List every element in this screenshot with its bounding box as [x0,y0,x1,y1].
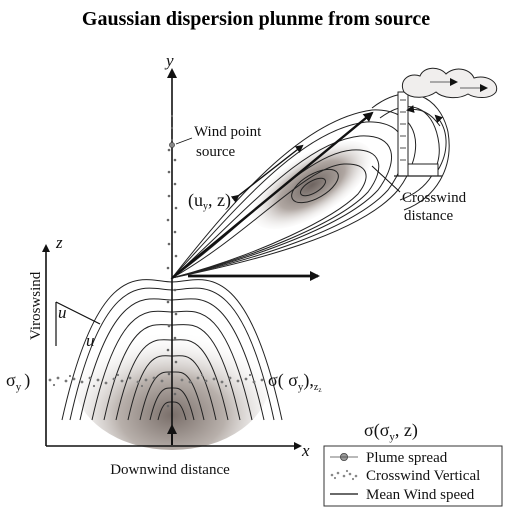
legend-wind-speed-label: Mean Wind speed [366,487,475,503]
crosswind-label-line1: Crosswind [402,190,467,206]
sigma-y-left-sub: y [16,381,22,393]
wind-direction-double-arrow [230,144,304,203]
crosswind-dotted-band [48,373,264,388]
smoke-cloud [402,67,498,99]
sigma-right-tail: ), [303,370,314,391]
legend-plume-spread-label: Plume spread [366,450,448,466]
sigma-bottom-tail: , z) [395,420,418,441]
wind-point-source-dot [169,142,175,148]
u-upper-label: u [58,303,67,322]
smoke-stack [394,91,442,177]
sigma-right-sub2: z [314,382,319,393]
legend-box [323,445,503,507]
sigma-right-label: σ( σy),zz [268,370,321,394]
sigma-right-head: σ( σ [268,370,298,391]
u-z-label-head: (u [188,190,203,211]
legend-crosswind-label: Crosswind Vertical [366,468,480,484]
plume-cloud-shading [252,140,372,230]
sigma-y-left-tail: ) [24,370,30,391]
vertical-axis-title: Viroswsind [28,271,44,340]
u-lower-label: u [86,331,95,350]
sigma-bottom-head: σ(σ [364,420,390,441]
sigma-y-left-label: σy) [6,370,30,393]
vertical-dotted-column [166,114,178,408]
crosswind-pointer [371,165,401,193]
diagram-title: Gaussian dispersion plunme from source [82,8,430,30]
wind-point-pointer [175,137,193,145]
wind-point-label-line2: source [196,144,235,160]
y-axis-label: y [164,51,174,70]
sigma-bottom-sub: y [389,431,395,443]
u-z-label-sub: y [203,201,208,212]
legend-crosswind-symbol [330,469,358,481]
crosswind-label-line2: distance [404,208,453,224]
u-z-label: (uy, z) [188,190,231,212]
sigma-bottom-label: σ(σy, z) [364,420,418,443]
horizontal-axis-title: Downwind distance [110,462,230,478]
z-axis-label: z [55,233,63,252]
wind-point-label-line1: Wind point [194,124,262,140]
u-z-label-tail: , z) [208,190,231,211]
sigma-right-sub3: z [318,386,321,394]
swirl-arrow-2 [434,114,447,171]
u-axis-diagonal [55,301,101,325]
legend: Plume spread Crosswind Vertical Mean Win… [323,445,503,507]
swirl-arrow-1 [406,105,441,127]
x-axis-label: x [301,441,310,460]
sigma-y-left-head: σ [6,370,16,390]
sigma-right-sub: y [298,381,304,393]
